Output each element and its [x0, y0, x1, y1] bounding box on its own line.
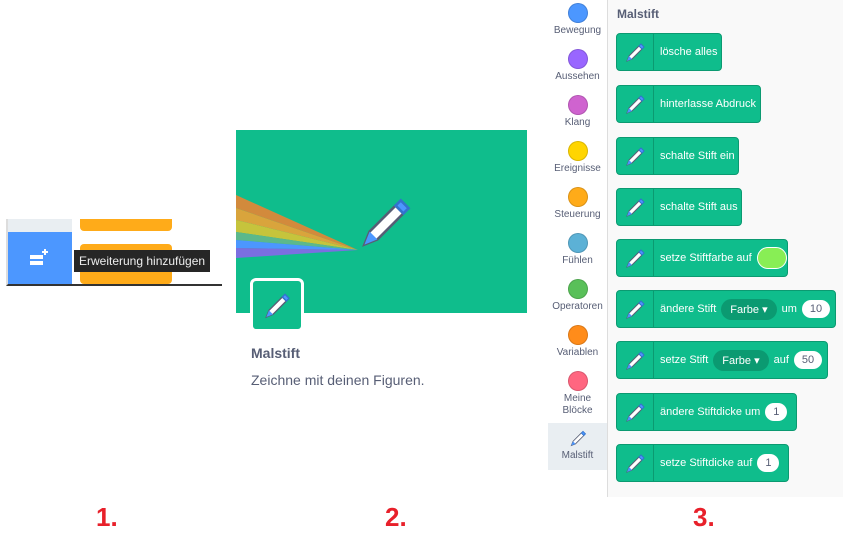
pen-icon [626, 351, 645, 370]
category-aussehen[interactable]: Aussehen [548, 46, 607, 92]
param-dropdown[interactable]: Farbe ▾ [721, 298, 777, 320]
category-steuerung[interactable]: Steuerung [548, 184, 607, 230]
extension-title: Malstift [251, 345, 300, 361]
block-pen-up[interactable]: schalte Stift aus [616, 188, 742, 226]
category-menu: Bewegung Aussehen Klang Ereignisse Steue… [548, 0, 608, 497]
step-label-2: 2. [385, 502, 407, 532]
palette-title: Malstift [617, 7, 659, 21]
step-label-3: 3. [693, 502, 715, 532]
pen-icon [626, 198, 645, 217]
extension-panel-crop: Erweiterung hinzufügen [6, 219, 222, 286]
add-extension-icon [30, 249, 48, 265]
category-fuehlen[interactable]: Fühlen [548, 230, 607, 276]
category-klang[interactable]: Klang [548, 92, 607, 138]
category-dot [567, 49, 588, 69]
pen-icon [626, 43, 645, 62]
value-input[interactable]: 10 [801, 300, 831, 318]
category-strip [8, 219, 72, 232]
category-dot [567, 279, 588, 299]
extension-icon [250, 278, 304, 332]
category-bewegung[interactable]: Bewegung [548, 0, 607, 46]
tooltip: Erweiterung hinzufügen [74, 250, 211, 272]
value-input[interactable]: 1 [757, 454, 780, 472]
color-swatch-input[interactable] [756, 247, 787, 269]
category-dot [567, 95, 588, 115]
rainbow-pen-illustration [236, 195, 410, 258]
category-dot [567, 371, 588, 391]
param-dropdown[interactable]: Farbe ▾ [713, 349, 769, 371]
category-malstift[interactable]: Malstift [548, 423, 607, 470]
category-ereignisse[interactable]: Ereignisse [548, 138, 607, 184]
step-label-1: 1. [96, 502, 118, 532]
block-pen-down[interactable]: schalte Stift ein [616, 137, 739, 175]
block-clear[interactable]: lösche alles [616, 33, 722, 71]
pen-icon [626, 95, 645, 114]
category-dot [567, 233, 588, 253]
block-set-pen-color[interactable]: setze Stiftfarbe auf [616, 239, 788, 277]
extension-description: Zeichne mit deinen Figuren. [251, 372, 425, 388]
category-operatoren[interactable]: Operatoren [548, 276, 607, 322]
pen-icon [626, 249, 645, 268]
category-meine-bloecke[interactable]: Meine Blöcke [548, 368, 607, 422]
value-input[interactable]: 1 [765, 403, 788, 421]
category-dot [567, 3, 588, 23]
value-input[interactable]: 50 [793, 351, 823, 369]
pen-icon [626, 454, 645, 473]
pen-icon [626, 403, 645, 422]
category-variablen[interactable]: Variablen [548, 322, 607, 368]
block-stamp[interactable]: hinterlasse Abdruck [616, 85, 761, 123]
category-dot [567, 141, 588, 161]
pen-icon [265, 293, 290, 318]
code-block [80, 219, 172, 231]
pen-icon [626, 300, 645, 319]
category-dot [567, 187, 588, 207]
pen-icon [626, 147, 645, 166]
pen-icon [570, 430, 586, 446]
category-dot [567, 325, 588, 345]
add-extension-button[interactable] [8, 232, 72, 284]
